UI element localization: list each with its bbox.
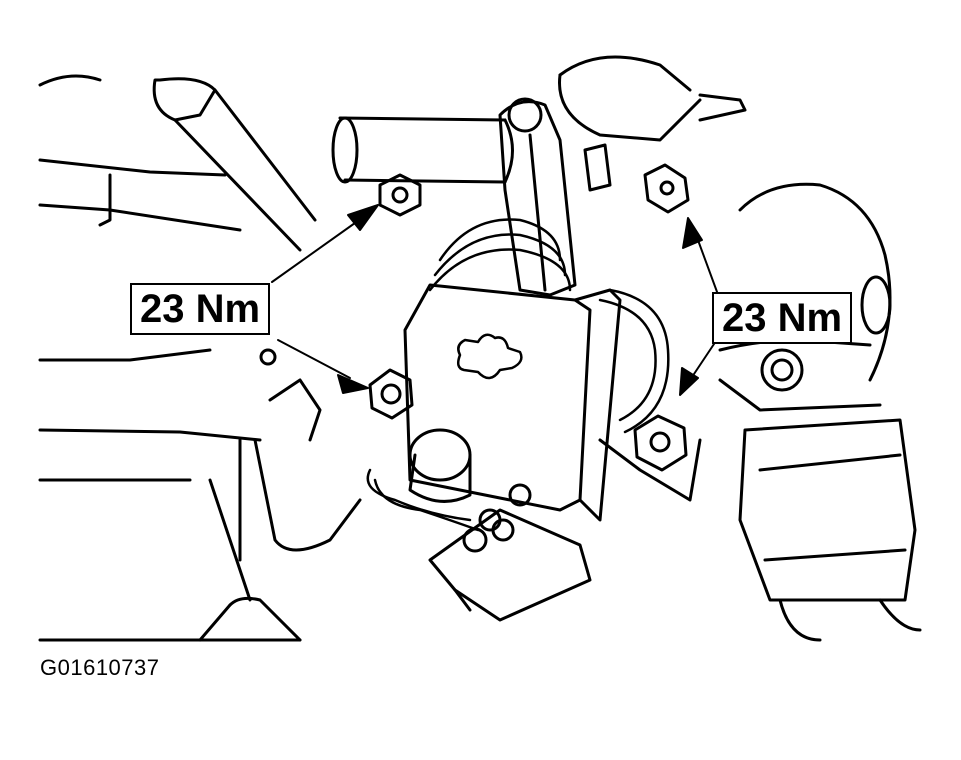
torque-value-left: 23 Nm — [140, 287, 261, 331]
switch-bracket — [403, 283, 622, 522]
torque-callout-left: 23 Nm — [130, 283, 271, 335]
mounting-nuts — [368, 143, 690, 472]
arrow-pointer-icon — [347, 204, 379, 231]
electrical-connector — [366, 468, 592, 622]
arrow-pointer-icon — [679, 367, 699, 396]
torque-callout-right: 23 Nm — [712, 292, 853, 344]
figure-id: G01610737 — [40, 655, 160, 680]
lower-lever — [208, 348, 362, 602]
callout-leaders — [271, 204, 721, 396]
torque-value-right: 23 Nm — [722, 296, 843, 340]
linkage-arm — [498, 97, 577, 297]
steering-column-clamp — [598, 93, 922, 642]
arrow-pointer-icon — [682, 217, 703, 249]
pivot-shaft — [331, 55, 702, 184]
return-spring — [428, 218, 670, 434]
arrow-pointer-icon — [337, 374, 369, 394]
background-frame — [38, 74, 317, 642]
